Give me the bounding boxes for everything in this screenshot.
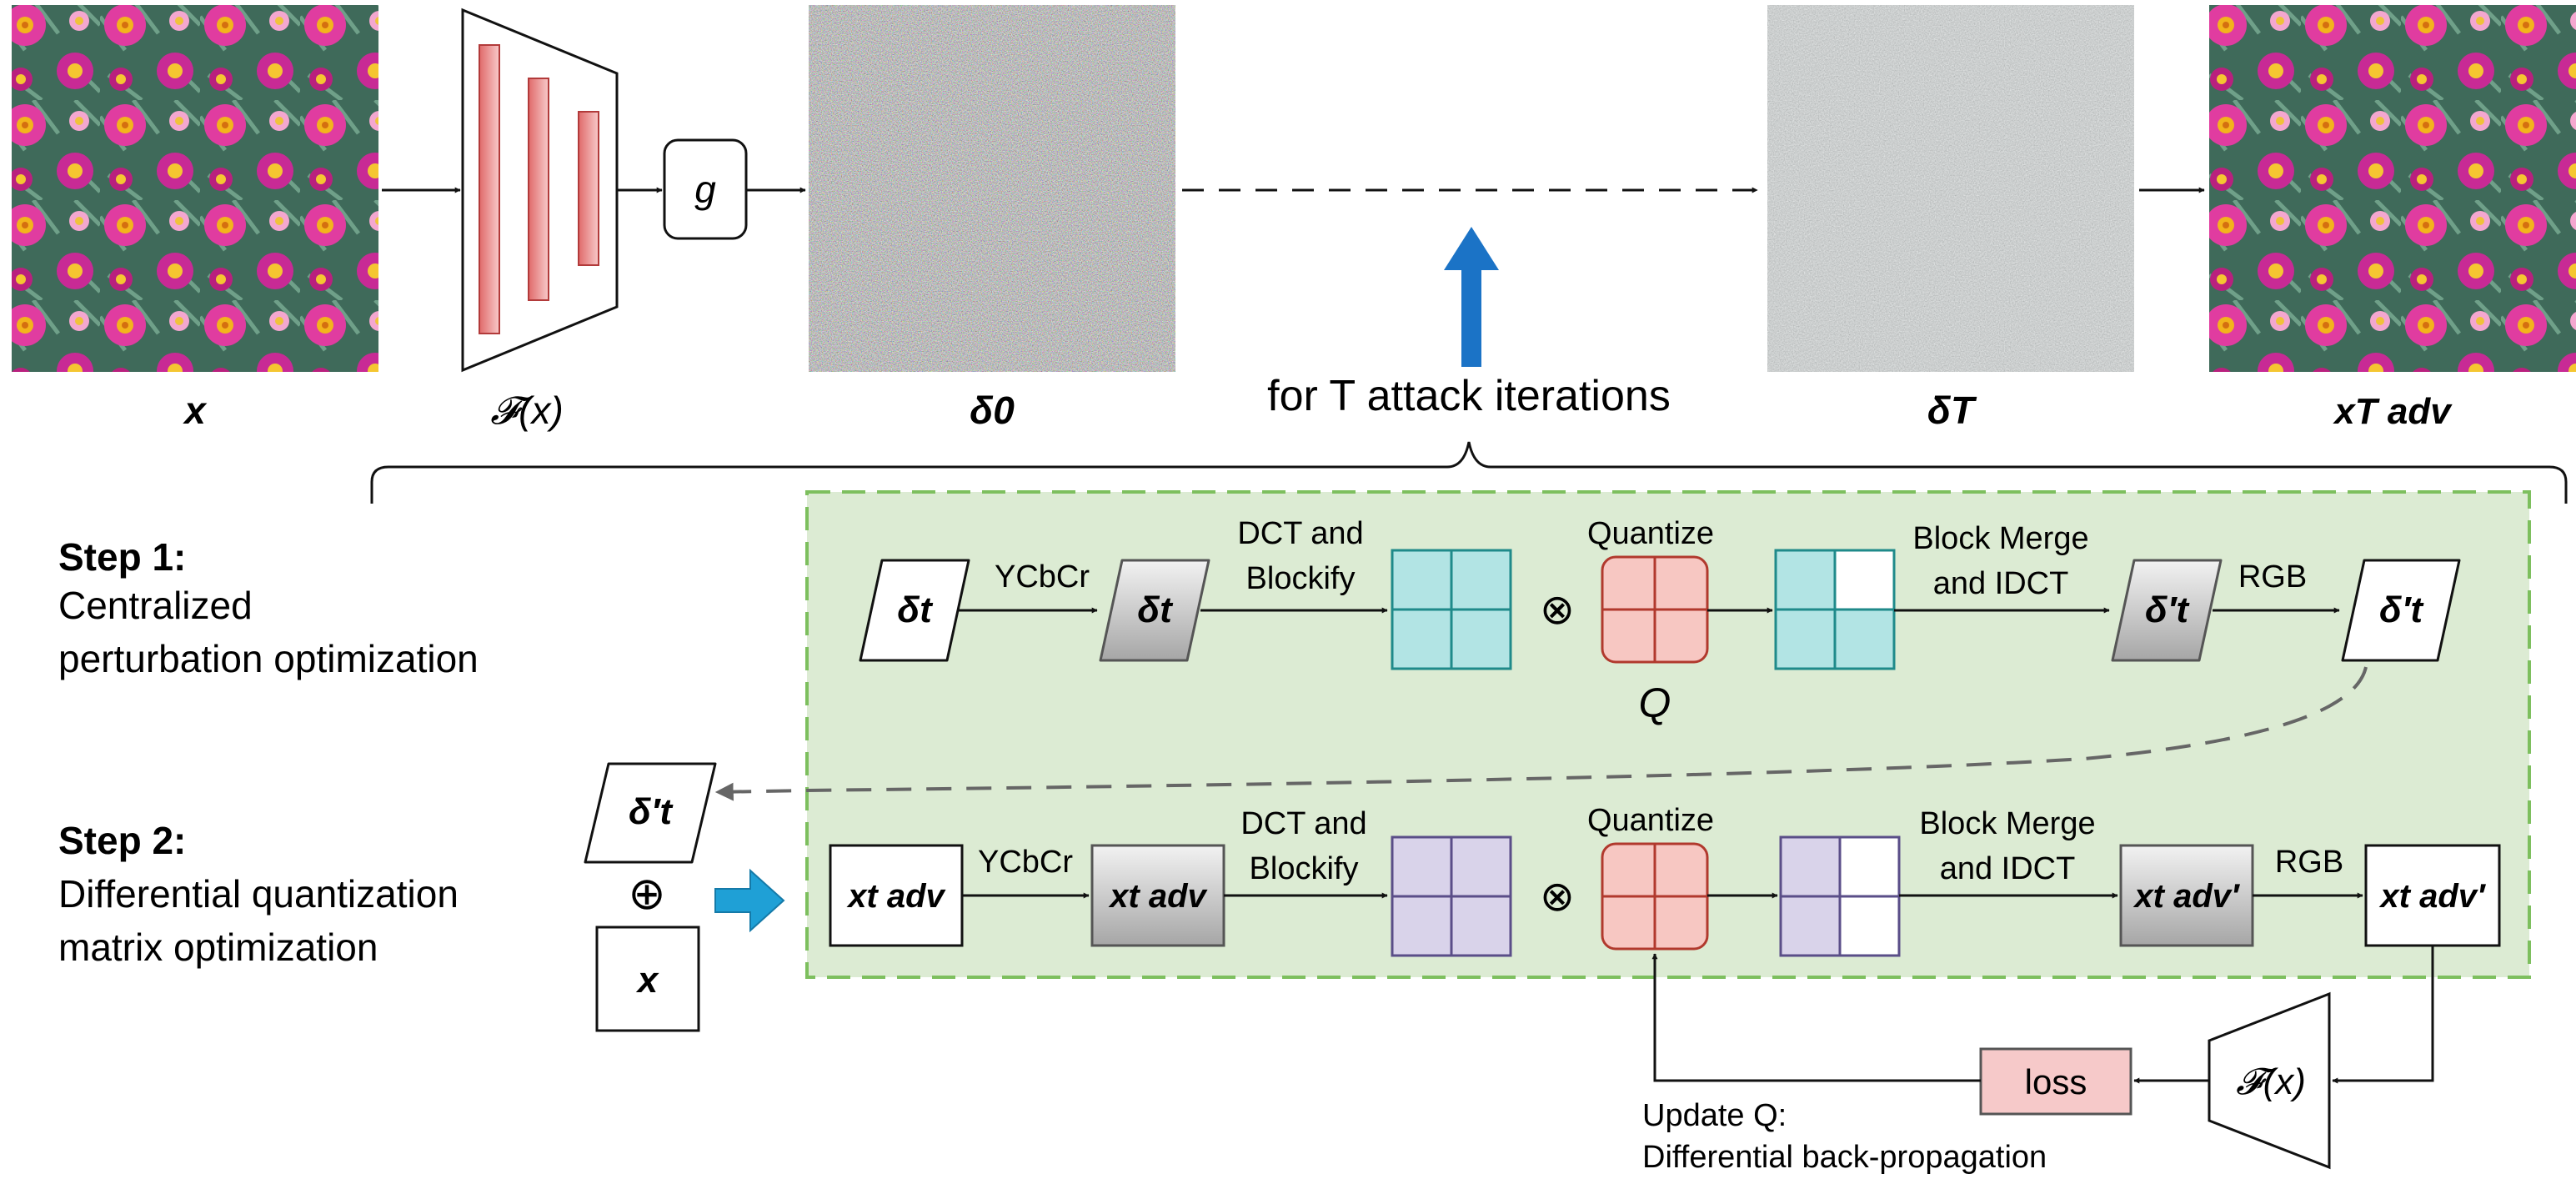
row2-quantize-label: Quantize [1587,803,1714,838]
row1-merge-label-1: Block Merge [1912,521,2088,556]
step2-x-label: x [636,960,659,1001]
row2-merge-label-2: and IDCT [1940,851,2076,886]
row2-rgb-label: RGB [2275,845,2343,880]
row1-q-label: Q [1639,680,1671,726]
step1-line1: Centralized [58,584,253,627]
cyan-right-arrow [714,868,785,933]
row2-xadv-prime-ycc-label: xt adv′ [2132,878,2241,915]
step2-x-box [595,926,700,1032]
row2-ycbcr-label: YCbCr [978,845,1073,880]
row2-dct-label-1: DCT and [1240,806,1366,841]
row1-delta-prime-output-label: δ′t [2379,589,2424,630]
loss-label: loss [2025,1062,2087,1101]
row1-dct-label-2: Blockify [1246,561,1356,596]
step2-title: Step 2: [58,819,186,862]
feedback-model-fx [2208,991,2331,1170]
row1-quantize-label: Quantize [1587,516,1714,551]
label-deltaT: δT [1927,389,1977,432]
delta0-noise-image [809,5,1175,372]
row1-delta-prime-ycc [2111,559,2223,662]
label-delta0: δ0 [970,389,1015,432]
loss-box [1979,1047,2132,1116]
step2-line1: Differential quantization [58,872,459,916]
step2-line2: matrix optimization [58,926,378,969]
row2-otimes: ⊗ [1540,873,1575,920]
g-label: g [694,168,716,211]
model-layer-bar-1 [479,44,500,334]
feedback-fx-label: 𝓕(x) [2236,1061,2306,1102]
deltaT-noise-image [1767,5,2134,372]
oplus-symbol: ⊕ [628,869,665,919]
row1-delta-t-input-label: δt [897,589,934,630]
row1-otimes: ⊗ [1540,586,1575,633]
row2-xadv-prime-ycc [2119,844,2254,947]
blue-up-arrow [1444,227,1499,367]
row2-xadv-ycc [1090,844,1225,947]
step2-delta-prime-label: δ′t [629,791,674,832]
curly-brace [370,441,2568,504]
row1-delta-t-ycc-label: δt [1137,589,1174,630]
row2-quant-matrix-q [1601,842,1709,951]
arrow-output-to-fx [2332,946,2434,1084]
label-x: x [182,389,208,432]
row1-delta-prime-ycc-label: δ′t [2145,589,2190,630]
row1-merge-label-2: and IDCT [1933,566,2069,601]
dashed-feedback-curve [714,666,2368,801]
step1-line2: perturbation optimization [58,637,479,680]
step2-delta-prime [584,762,717,864]
model-layer-bar-2 [528,78,549,301]
row2-xadv-prime-output [2364,844,2501,947]
row1-ycbcr-label: YCbCr [995,559,1090,595]
adversarial-image-xadv [2209,5,2576,372]
row2-xadv-prime-output-label: xt adv′ [2378,878,2487,915]
model-fx-trapezoid [461,8,619,373]
row2-dct-label-2: Blockify [1250,851,1359,886]
label-xadv: xT adv [2333,391,2453,432]
input-image-x [12,5,378,372]
label-fx: 𝓕(x) [490,389,564,432]
model-layer-bar-3 [578,111,599,266]
update-q-sublabel: Differential back-propagation [1642,1140,2047,1175]
row2-merge-label-1: Block Merge [1919,806,2095,841]
row1-delta-t-ycc [1099,559,1210,662]
row1-dct-label-1: DCT and [1237,516,1363,551]
row1-rgb-label: RGB [2238,559,2307,595]
row1-quantized-blocks [1774,549,1896,670]
row1-delta-t-input [859,559,970,662]
step1-title: Step 1: [58,535,186,579]
row2-quantized-blocks [1779,835,1901,957]
row2-xadv-input-label: xt adv [846,878,946,915]
row2-dct-blocks [1391,835,1512,957]
row1-dct-blocks [1391,549,1512,670]
row1-delta-prime-output [2341,559,2461,662]
row1-quant-matrix-q [1601,555,1709,664]
update-q-label: Update Q: [1642,1098,1787,1133]
row2-xadv-ycc-label: xt adv [1108,878,1208,915]
arrow-loss-to-q [1651,953,1981,1082]
iterations-label: for T attack iterations [1267,372,1671,420]
